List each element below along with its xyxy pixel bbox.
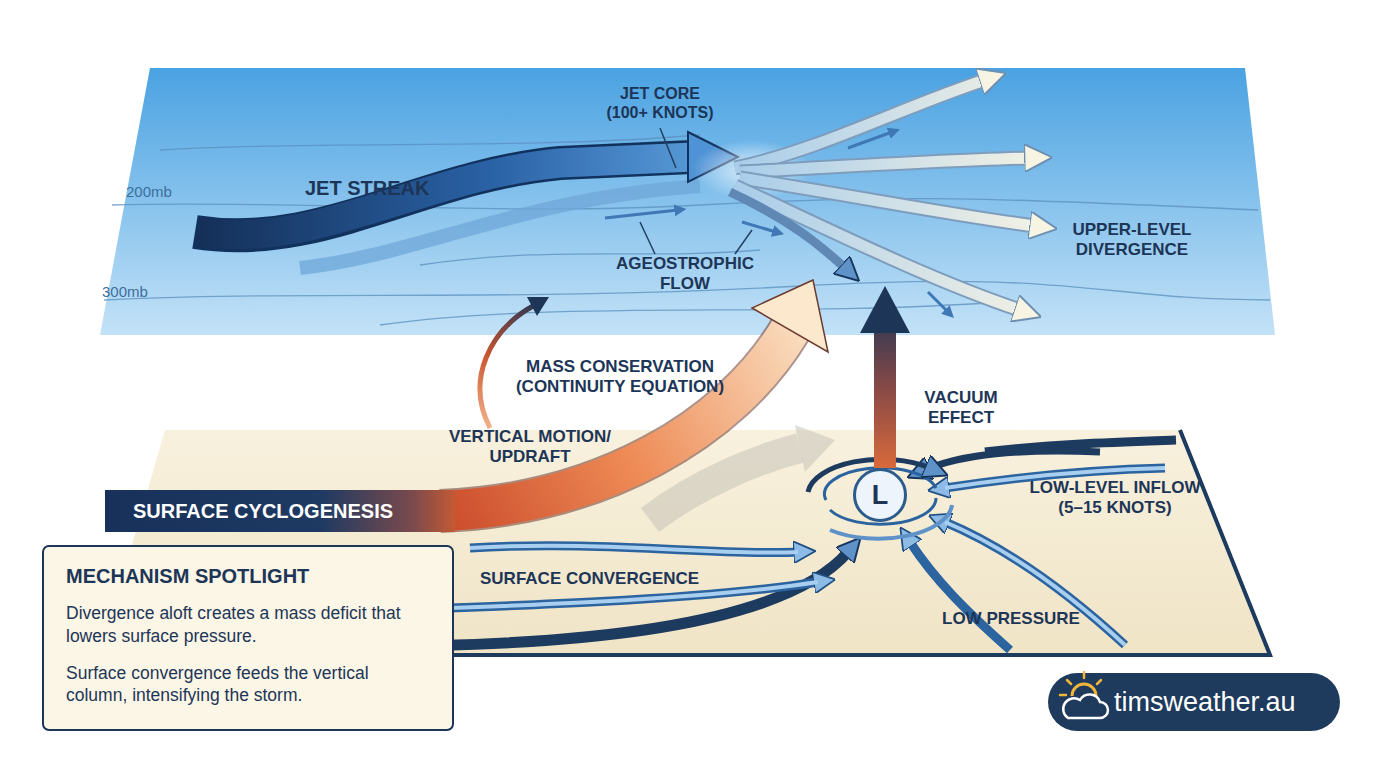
- sun-ray: [1097, 680, 1101, 684]
- ageostrophic-arrows: [605, 132, 948, 312]
- spotlight-body: Surface convergence feeds the vertical c…: [66, 662, 432, 708]
- inflow-arrow: [925, 451, 1100, 470]
- sun-rays: [1060, 672, 1101, 695]
- sun-ray: [1083, 672, 1086, 678]
- contour-line: [112, 199, 1258, 210]
- ageostrophic-arrow: [928, 292, 948, 312]
- spotlight-heading: MECHANISM SPOTLIGHT: [66, 565, 432, 588]
- updraft-arrow: [440, 330, 790, 511]
- vacuum-arrow: [874, 330, 896, 468]
- sun-ray: [1067, 680, 1071, 684]
- divergence-outline: [735, 186, 1020, 310]
- inflow-label: LOW-LEVEL INFLOW (5–15 KNOTS): [1020, 478, 1210, 519]
- brand-text: timsweather.au: [1048, 673, 1340, 731]
- mass-arrow-head: [527, 297, 549, 316]
- inflow-arrow: [470, 546, 798, 553]
- divergence-arrow: [735, 186, 1020, 310]
- leader-line: [660, 128, 676, 168]
- sun-ray: [1060, 694, 1066, 697]
- updraft-head: [752, 280, 828, 352]
- convergence-label: SURFACE CONVERGENCE: [480, 569, 740, 589]
- jet-core-label: JET CORE (100+ KNOTS): [601, 84, 719, 122]
- spotlight-box: MECHANISM SPOTLIGHT Divergence aloft crea…: [42, 545, 454, 731]
- mass-conservation-label: MASS CONSERVATION (CONTINUITY EQUATION): [505, 357, 735, 398]
- title-banner: SURFACE CYCLOGENESIS: [105, 490, 455, 532]
- contour-line: [380, 302, 1000, 325]
- brand-badge: timsweather.au: [1048, 673, 1340, 731]
- updraft-outline: [440, 330, 790, 511]
- faded-arrow-head: [795, 425, 835, 472]
- ageostrophic-arrow: [605, 210, 678, 218]
- jet-streak-label: JET STREAK: [305, 176, 475, 200]
- divergence-arrows: [730, 80, 1035, 310]
- cyclone-swirl: [808, 459, 952, 538]
- vacuum-head: [860, 286, 910, 333]
- mass-arrow: [480, 306, 533, 428]
- ageostrophic-arrow: [848, 132, 892, 148]
- divergence-arrow: [740, 158, 1030, 172]
- ageostrophic-label: AGEOSTROPHIC FLOW: [610, 254, 760, 295]
- low-symbol: L: [872, 480, 889, 511]
- pressure-level: 200mb: [126, 183, 196, 201]
- vacuum-label: VACUUM EFFECT: [915, 388, 1007, 429]
- spotlight-body: Divergence aloft creates a mass deficit …: [66, 602, 432, 648]
- divergence-outline: [740, 158, 1030, 172]
- ageostrophic-arrow: [742, 222, 776, 232]
- pressure-level: 300mb: [102, 283, 172, 301]
- leader-line: [735, 230, 752, 254]
- inflow-arrow: [910, 542, 1010, 650]
- updraft-label: VERTICAL MOTION/ UPDRAFT: [440, 427, 620, 468]
- leader-line: [640, 222, 655, 254]
- cloud-shape: [1063, 694, 1108, 718]
- low-pressure-label: LOW PRESSURE: [942, 609, 1122, 629]
- banner-text: SURFACE CYCLOGENESIS: [105, 490, 455, 532]
- logo-icon: [1060, 672, 1108, 718]
- upper-plane: [100, 68, 1275, 335]
- divergence-label: UPPER-LEVEL DIVERGENCE: [1052, 220, 1212, 261]
- jet-streak-band: [197, 157, 694, 235]
- sun-arc: [1072, 684, 1096, 696]
- low-pressure-circle: L: [853, 468, 907, 522]
- inflow-arrow-core: [470, 546, 798, 553]
